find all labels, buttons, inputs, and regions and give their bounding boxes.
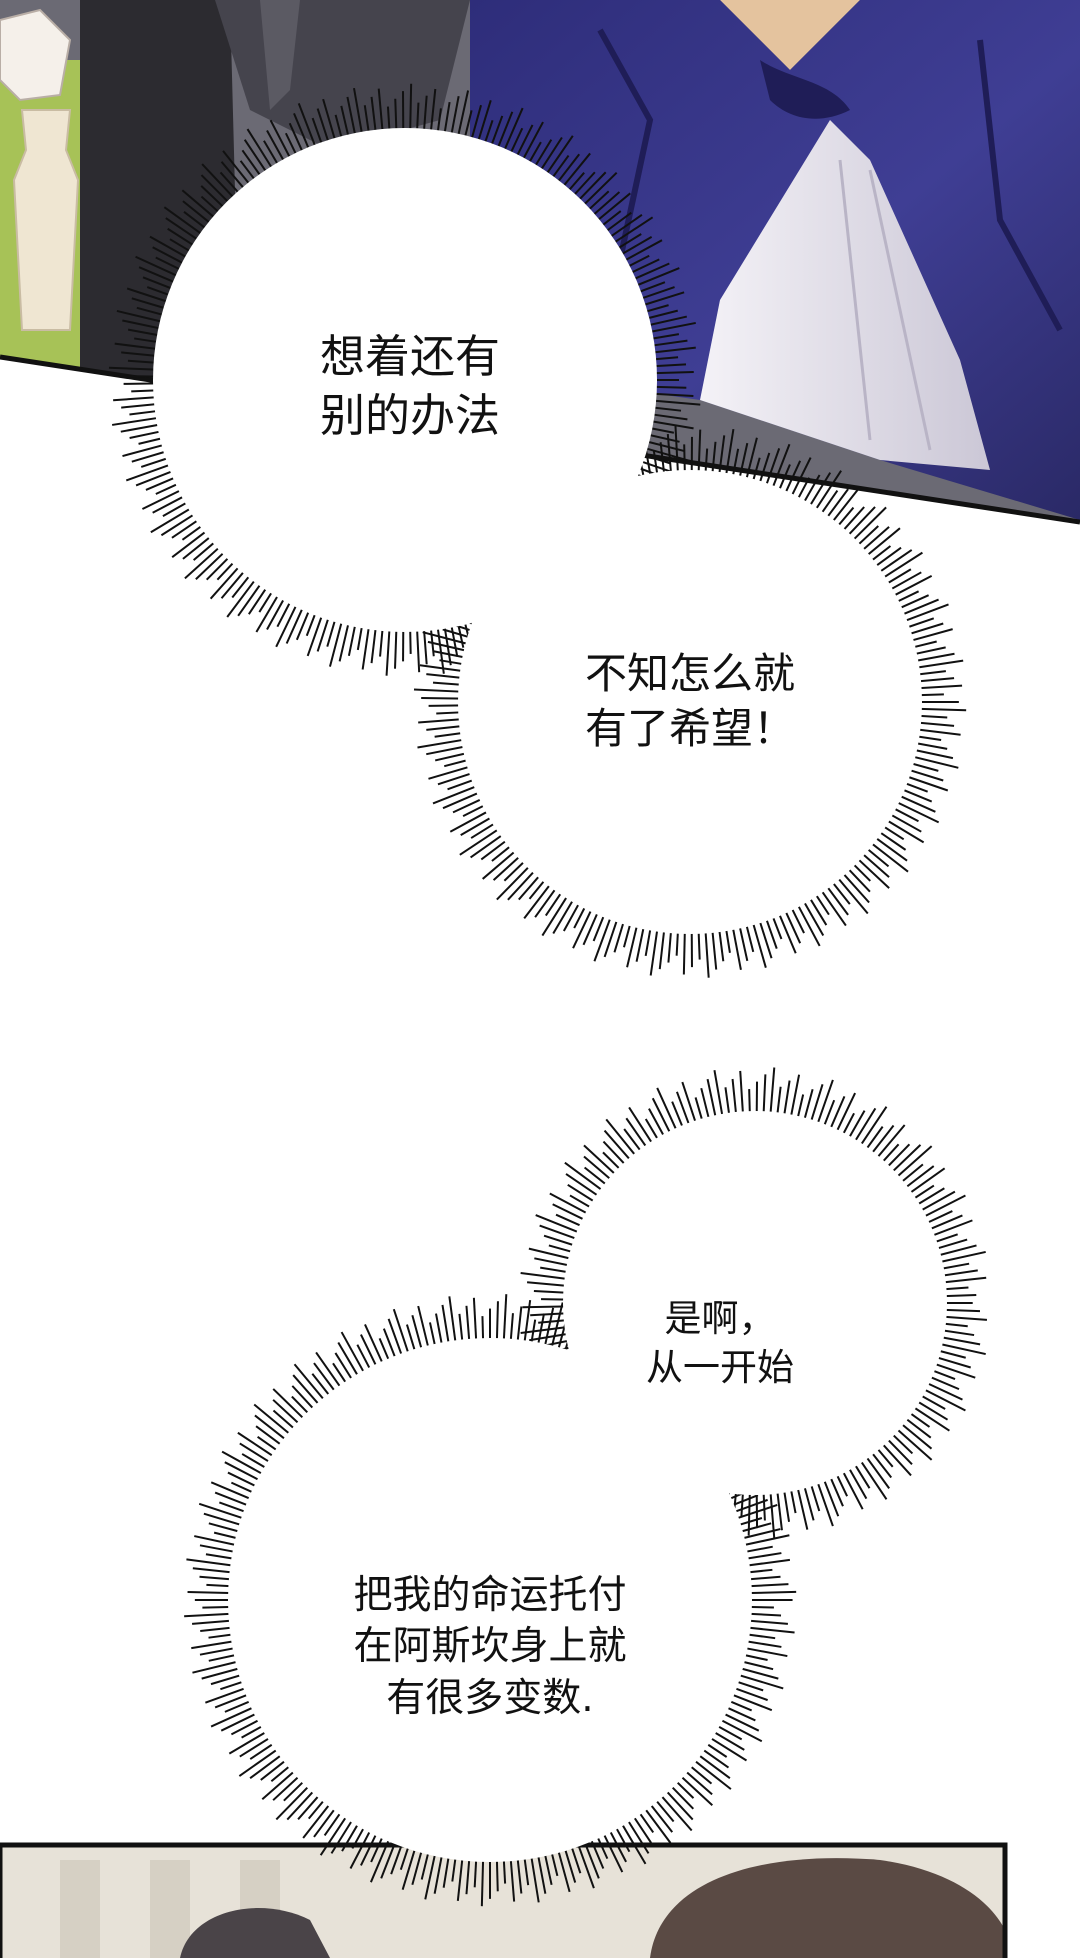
neck <box>720 0 860 70</box>
stone-pillar <box>12 109 80 331</box>
bubble-fills <box>153 128 947 1862</box>
bubble-2-line-2: 有了希望！ <box>584 704 795 754</box>
bubble-3-line-2: 从一开始 <box>646 1345 794 1389</box>
bubble-2-line-1: 不知怎么就 <box>584 649 795 698</box>
speech-bubble-4 <box>228 1338 752 1862</box>
bubble-3-line-1: 是啊， <box>664 1297 776 1340</box>
bubble-1-line-1: 想着还有 <box>319 330 500 383</box>
hair-right <box>650 1858 1005 1958</box>
speech-bubble-1 <box>153 128 657 632</box>
bubble-text-2: 不知怎么就 有了希望！ <box>540 646 840 757</box>
bodice <box>700 120 990 470</box>
bubble-text-3: 是啊， 从一开始 <box>620 1295 820 1393</box>
bubble-4-line-2: 在阿斯坎身上就 <box>353 1624 627 1670</box>
bubble-1-line-2: 别的办法 <box>319 389 500 443</box>
bubble-4-line-3: 有很多变数. <box>386 1675 594 1721</box>
gloved-hand <box>0 8 72 102</box>
speech-bubble-2 <box>458 470 922 934</box>
speech-bubble-3 <box>563 1111 947 1495</box>
hair-left <box>180 1908 330 1958</box>
bubble-4-line-1: 把我的命运托付 <box>353 1573 627 1618</box>
bow-knot <box>760 60 850 119</box>
bubble-text-1: 想着还有 别的办法 <box>265 327 555 446</box>
bubble-text-4: 把我的命运托付 在阿斯坎身上就 有很多变数. <box>315 1570 665 1724</box>
